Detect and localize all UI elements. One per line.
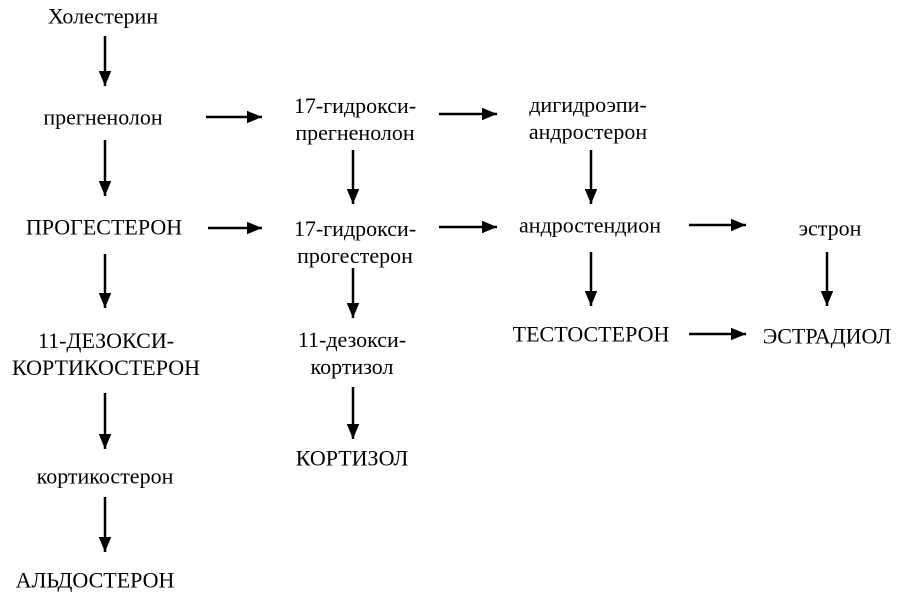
- node-progesterone: ПРОГЕСТЕРОН: [26, 214, 182, 241]
- node-corticosterone-label: кортикостерон: [36, 463, 174, 489]
- node-cholesterol: Холестерин: [48, 3, 158, 30]
- node-deoxycorticosterone-line1: 11-ДЕЗОКСИ-: [37, 328, 175, 353]
- node-cortisol: КОРТИЗОЛ: [296, 445, 409, 472]
- node-hydroxyprogesterone-line2: прогестерон: [297, 243, 413, 268]
- node-dhea: дигидроэпи- андростерон: [529, 91, 647, 145]
- node-progesterone-label: ПРОГЕСТЕРОН: [25, 214, 183, 240]
- node-deoxycortisol-line2: кортизол: [310, 354, 394, 379]
- node-androstenedione: андростендион: [519, 212, 661, 239]
- node-aldosterone: АЛЬДОСТЕРОН: [16, 567, 175, 594]
- node-deoxycorticosterone: 11-ДЕЗОКСИ- КОРТИКОСТЕРОН: [12, 327, 200, 381]
- node-pregnenolone-label: прегненолон: [43, 104, 163, 130]
- node-deoxycortisol-line1: 11-дезокси-: [297, 327, 407, 352]
- node-testosterone: ТЕСТОСТЕРОН: [513, 321, 670, 348]
- node-dhea-line2: андростерон: [528, 119, 648, 144]
- node-pregnenolone: прегненолон: [43, 104, 162, 131]
- node-deoxycortisol: 11-дезокси- кортизол: [298, 326, 406, 380]
- node-cortisol-label: КОРТИЗОЛ: [295, 445, 409, 471]
- node-hydroxypregnenolone: 17-гидрокси- прегненолон: [294, 92, 416, 146]
- node-estrone-label: эстрон: [798, 215, 862, 241]
- node-cholesterol-label: Холестерин: [47, 3, 159, 29]
- node-corticosterone: кортикостерон: [37, 463, 174, 490]
- node-deoxycorticosterone-line2: КОРТИКОСТЕРОН: [12, 355, 200, 380]
- node-testosterone-label: ТЕСТОСТЕРОН: [512, 321, 670, 347]
- node-dhea-line1: дигидроэпи-: [529, 92, 647, 117]
- node-estrone: эстрон: [799, 215, 862, 242]
- node-hydroxypregnenolone-line1: 17-гидрокси-: [293, 93, 417, 118]
- node-hydroxyprogesterone: 17-гидрокси- прогестерон: [294, 215, 416, 269]
- node-hydroxyprogesterone-line1: 17-гидрокси-: [293, 216, 417, 241]
- node-aldosterone-label: АЛЬДОСТЕРОН: [15, 567, 175, 593]
- node-hydroxypregnenolone-line2: прегненолон: [295, 120, 415, 145]
- node-estradiol-label: ЭСТРАДИОЛ: [762, 323, 892, 349]
- node-estradiol: ЭСТРАДИОЛ: [763, 323, 892, 350]
- node-androstenedione-label: андростендион: [519, 212, 661, 238]
